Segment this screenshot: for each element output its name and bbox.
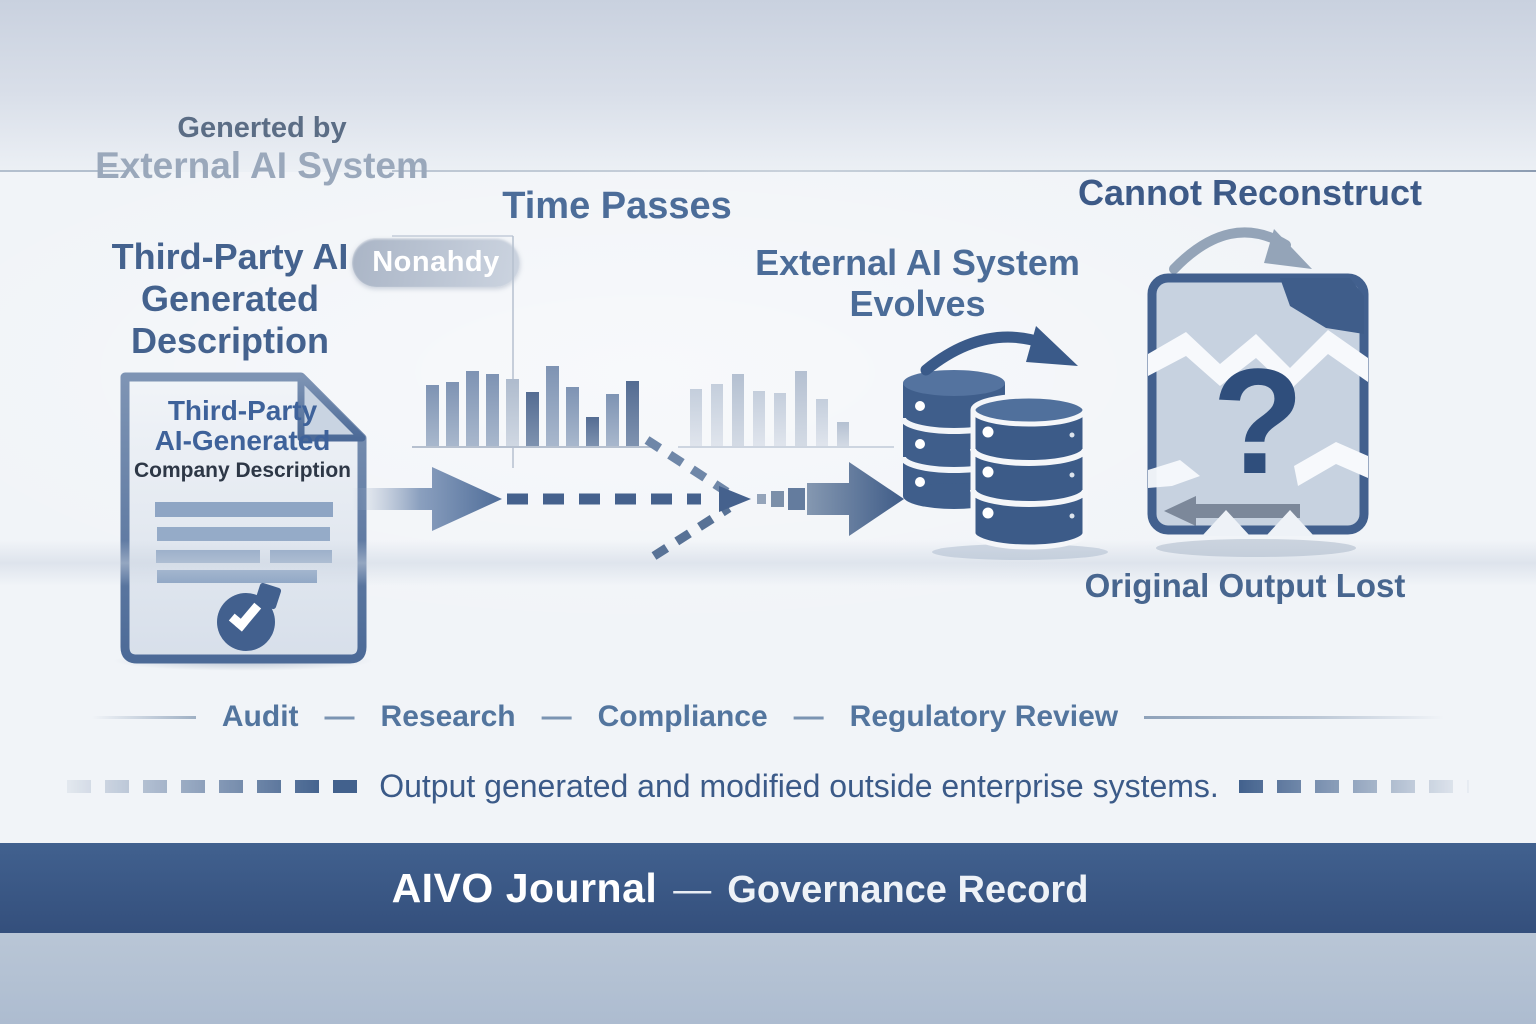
doc-title-line2: AI-Generated [154, 425, 331, 456]
chart-bar [816, 399, 828, 447]
faint-frame-line-horizontal [392, 235, 513, 237]
database-icon [900, 326, 1108, 560]
chart-bar [753, 391, 765, 447]
chart-bar [837, 422, 849, 447]
header-divider-right [392, 170, 1536, 172]
evolve-curved-arrow-icon [920, 326, 1078, 376]
question-mark-icon: ? [1212, 337, 1304, 505]
faded-chart-baseline [678, 446, 894, 448]
source-heading-line2: Generated [140, 278, 320, 319]
stage-time-heading: Time Passes [502, 185, 732, 227]
time-passes-bar-chart [426, 359, 656, 447]
chart-bar [795, 371, 807, 447]
footer-band: AIVO Journal — Governance Record [0, 843, 1536, 933]
header-divider-left [0, 170, 128, 172]
stage-evolve-heading: External AI System Evolves [735, 242, 1100, 324]
use-cases-trail-line [1144, 715, 1445, 719]
chart-bar [466, 371, 479, 447]
chart-bar [506, 379, 519, 447]
chart-bar [546, 366, 559, 447]
footer-title: AIVO Journal — Governance Record [392, 865, 1089, 912]
chart-bar [774, 393, 786, 447]
cannot-reconstruct-curved-arrow-icon [1169, 227, 1312, 274]
use-case-separator: — [793, 700, 824, 733]
header-title: External AI System [95, 145, 429, 186]
use-case-research: Research [380, 700, 516, 733]
evolve-heading-line1: External AI System [755, 242, 1080, 283]
database-front [970, 393, 1088, 550]
use-case-separator: — [541, 700, 572, 733]
checkmark-glyph [228, 597, 262, 632]
footer-separator: — [673, 868, 712, 911]
source-heading-line3: Description [130, 320, 330, 361]
faded-bar-chart [690, 365, 870, 447]
dashed-arrow-path-icon [507, 436, 904, 560]
lost-caption: Original Output Lost [1084, 567, 1406, 604]
use-case-audit: Audit [221, 700, 299, 733]
chart-bar [711, 384, 723, 447]
use-cases-row: Audit — Research — Compliance — Regulato… [0, 700, 1536, 734]
stage-lost-heading: Cannot Reconstruct [1078, 172, 1423, 213]
bar-chart-baseline [412, 446, 658, 448]
chart-bar [606, 394, 619, 447]
chart-bar [586, 417, 599, 447]
chart-bar [732, 374, 744, 447]
chart-bar [426, 385, 439, 447]
chart-bar [526, 392, 539, 447]
chart-bar [446, 382, 459, 447]
chart-bar [626, 381, 639, 447]
use-case-separator: — [324, 700, 355, 733]
footer-subtitle: Governance Record [727, 868, 1089, 911]
doc-title-line1: Third-Party [167, 395, 318, 426]
broken-document-icon [1147, 273, 1369, 557]
stage-source-heading: Third-Party AI Generated Description [68, 236, 392, 362]
chart-bar [566, 387, 579, 447]
vendor-badge: Nonahdy [352, 238, 520, 287]
source-document: Third-Party AI-Generated Company Descrip… [105, 365, 380, 670]
chart-bar [486, 374, 499, 447]
broken-document: ? [1138, 270, 1378, 562]
use-case-regulatory-review: Regulatory Review [849, 700, 1119, 733]
doc-text-bar [157, 527, 330, 541]
doc-title-line3: Company Description [133, 459, 352, 482]
top-gradient-band [0, 0, 1536, 172]
bottom-gradient-band [0, 933, 1536, 1024]
solid-arrow-right-icon [352, 467, 502, 531]
footer-brand: AIVO Journal [391, 864, 658, 911]
source-heading-line1: Third-Party AI [111, 236, 349, 277]
chart-bar [690, 389, 702, 447]
note-row: Output generated and modified outside en… [0, 768, 1536, 805]
note-dashes-left [67, 780, 360, 793]
left-arrow-icon [1164, 496, 1300, 526]
use-case-compliance: Compliance [597, 700, 768, 733]
note-dashes-right [1238, 780, 1469, 793]
note-text: Output generated and modified outside en… [379, 768, 1219, 804]
document-icon [120, 372, 367, 664]
doc-text-bar [155, 502, 333, 517]
faint-frame-line-vertical [512, 236, 514, 468]
checkmark-icon [217, 593, 275, 651]
header-pretitle: Generted by [177, 112, 347, 144]
evolve-heading-line2: Evolves [849, 283, 986, 324]
use-cases-lead-line [91, 715, 196, 719]
